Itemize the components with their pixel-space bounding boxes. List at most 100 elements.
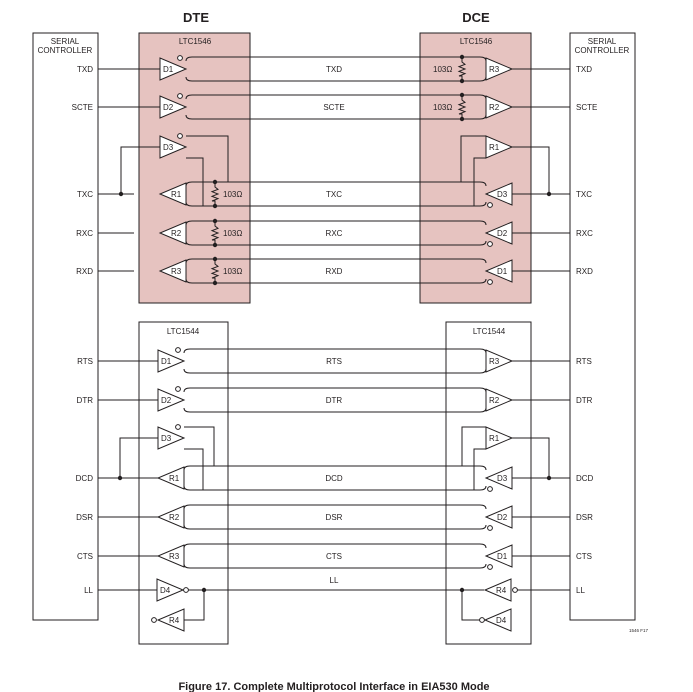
signal-cts-left-label: CTS xyxy=(77,552,93,561)
receiver-r3-dce-label: R3 xyxy=(489,357,500,366)
pair-txd-plus-left xyxy=(185,56,193,62)
receiver-r1-dte-label: R1 xyxy=(171,190,182,199)
signal-rxd-right-label: RXD xyxy=(576,267,593,276)
signal-rxc-right-label: RXC xyxy=(576,229,593,238)
driver-bubble xyxy=(177,133,183,139)
spare-r1-plus-wire xyxy=(460,135,486,182)
driver-d2-dte xyxy=(159,95,188,119)
pair-rts-minus-left xyxy=(183,368,191,374)
signal-txc-right-label: TXC xyxy=(576,190,592,199)
pair-dcd-plus-right xyxy=(479,465,487,471)
signal-rxd-left-label: RXD xyxy=(76,267,93,276)
pair-dtr-plus-left xyxy=(183,387,191,393)
resistor-scte-value: 103Ω xyxy=(433,103,452,112)
pair-rxd-minus-left xyxy=(185,278,193,284)
resistor-scte xyxy=(457,95,467,119)
signal-rxd-line-label: RXD xyxy=(326,267,343,276)
signal-dcd-line-label: DCD xyxy=(325,474,343,483)
driver-bubble xyxy=(487,279,493,285)
pair-dtr-minus-left xyxy=(183,407,191,413)
receiver-r1-dce-spare-label: R1 xyxy=(489,143,500,152)
junction-dot xyxy=(212,179,218,185)
driver-d4-dte xyxy=(156,578,185,602)
receiver-r1-dce-spare-label: R1 xyxy=(489,434,500,443)
junction-dot xyxy=(459,78,465,84)
pair-txc-plus-left xyxy=(185,181,193,187)
receiver-r4-dce xyxy=(483,578,512,602)
receiver-r1-dce-spare xyxy=(485,135,514,159)
junction-dot xyxy=(212,280,218,286)
receiver-r3-dte-label: R3 xyxy=(171,267,182,276)
driver-d3-dce-label: D3 xyxy=(497,190,508,199)
junction-dot xyxy=(459,54,465,60)
driver-bubble xyxy=(487,486,493,492)
driver-bubble xyxy=(177,93,183,99)
pair-dsr-plus-left xyxy=(183,504,191,510)
resistor-txc-value: 103Ω xyxy=(223,190,242,199)
driver-d1-dte xyxy=(157,349,186,373)
driver-d1-dte xyxy=(159,57,188,81)
signal-dtr-right-label: DTR xyxy=(576,396,593,405)
dce-header: DCE xyxy=(462,10,490,25)
receiver-r3-dce xyxy=(485,57,514,81)
pair-dsr-minus-right xyxy=(479,524,487,530)
spare-d3-plus-wire xyxy=(184,426,215,466)
driver-d3-dte-spare-label: D3 xyxy=(163,143,174,152)
pair-rts-plus-left xyxy=(183,348,191,354)
signal-dcd-left-label: DCD xyxy=(76,474,94,483)
resistor-txd xyxy=(457,57,467,81)
receiver-r1-dce-spare xyxy=(485,426,514,450)
junction-dot xyxy=(118,191,124,197)
spare-r1-output-wire xyxy=(512,146,550,194)
junction-dot xyxy=(459,116,465,122)
driver-bubble xyxy=(479,617,485,623)
receiver-r2-dce xyxy=(485,388,514,412)
receiver-r1-dte xyxy=(156,466,185,490)
driver-bubble xyxy=(175,386,181,392)
pair-rxc-minus-right xyxy=(479,240,487,246)
driver-bubble xyxy=(175,347,181,353)
receiver-r4-dce-label: R4 xyxy=(496,586,507,595)
pair-cts-minus-left xyxy=(183,563,191,569)
resistor-txd-value: 103Ω xyxy=(433,65,452,74)
pair-rxc-minus-left xyxy=(185,240,193,246)
right-serial-controller-label-1: SERIAL xyxy=(588,37,617,46)
signal-dsr-left-label: DSR xyxy=(76,513,93,522)
resistor-rxd-value: 103Ω xyxy=(223,267,242,276)
driver-bubble xyxy=(175,424,181,430)
right-serial-controller-box xyxy=(569,32,636,621)
pair-txc-minus-right xyxy=(479,201,487,207)
receiver-r3-dte xyxy=(156,544,185,568)
signal-rxc-line-label: RXC xyxy=(326,229,343,238)
signal-dtr-line-label: DTR xyxy=(326,396,343,405)
junction-dot xyxy=(212,203,218,209)
spare-d3-plus-wire xyxy=(186,135,229,182)
receiver-r4-dte-label: R4 xyxy=(169,616,180,625)
pair-scte-plus-left xyxy=(185,94,193,100)
figure-caption: Figure 17. Complete Multiprotocol Interf… xyxy=(178,681,489,692)
spare-r1-output-wire xyxy=(512,437,550,478)
receiver-r3-dte-label: R3 xyxy=(169,552,180,561)
d4-dce-output-wire xyxy=(461,590,480,621)
signal-ll-line-label: LL xyxy=(330,576,339,585)
driver-d2-dte-label: D2 xyxy=(161,396,172,405)
ltc1544-dce-label: LTC1544 xyxy=(473,327,506,336)
pair-cts-minus-right xyxy=(479,563,487,569)
spare-d3-minus-wire xyxy=(184,448,204,490)
driver-d4-dce-label: D4 xyxy=(496,616,507,625)
receiver-r3-dce xyxy=(485,349,514,373)
signal-txd-left-label: TXD xyxy=(77,65,93,74)
driver-d1-dte-label: D1 xyxy=(163,65,174,74)
resistor-rxc-value: 103Ω xyxy=(223,229,242,238)
receiver-r2-dte-label: R2 xyxy=(169,513,180,522)
pair-cts-plus-right xyxy=(479,543,487,549)
signal-dsr-line-label: DSR xyxy=(326,513,343,522)
junction-dot xyxy=(212,218,218,224)
pair-cts-plus-left xyxy=(183,543,191,549)
signal-rts-line-label: RTS xyxy=(326,357,342,366)
pair-txc-plus-right xyxy=(479,181,487,187)
pair-rxd-minus-right xyxy=(479,278,487,284)
spare-d3-input-wire xyxy=(119,437,158,478)
